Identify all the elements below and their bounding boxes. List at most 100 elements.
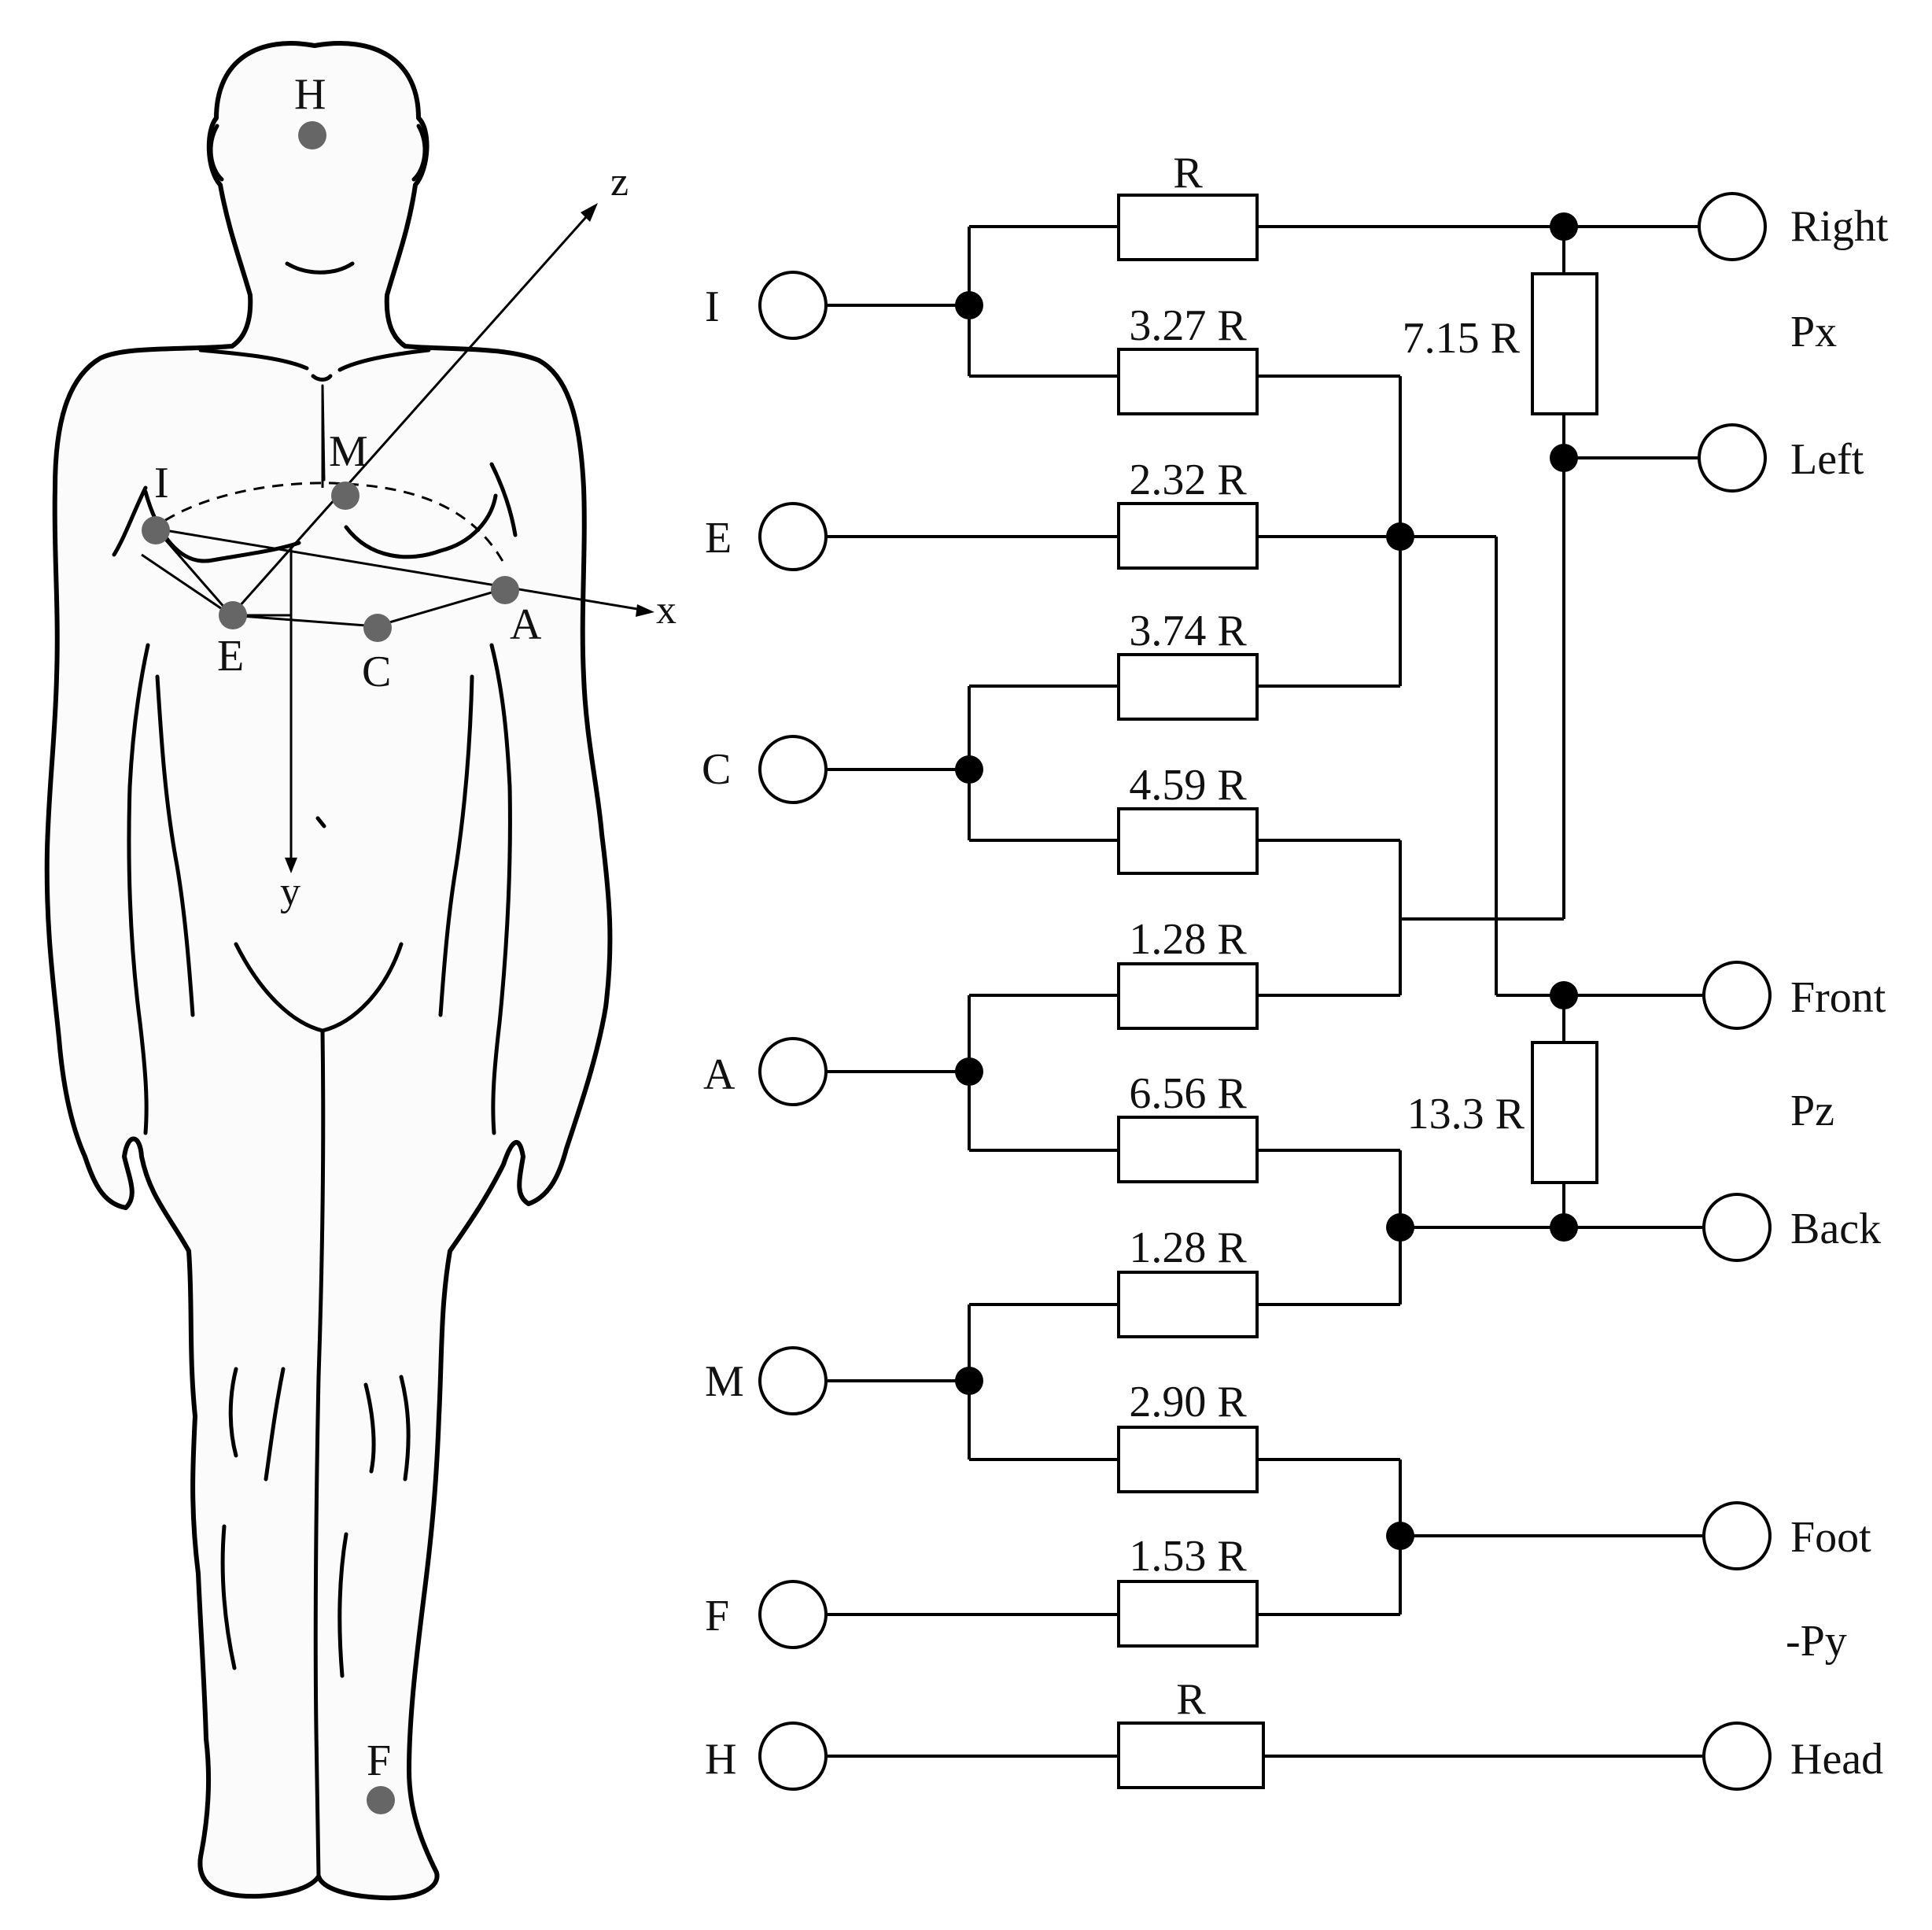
input-label-H: H [705, 1735, 736, 1784]
collarbone-right [337, 348, 431, 372]
knee-left-mark2 [264, 1367, 286, 1482]
resistor-label-H: R [1176, 1675, 1206, 1724]
electrode-link-IE [141, 553, 232, 617]
input-terminal-H [758, 1722, 828, 1791]
resistor-network: I E C A M F H R 3.27 R 2.32 R 3.74 R 4.5… [702, 149, 1889, 1791]
electrode-M-label: M [329, 427, 368, 476]
electrode-A-label: A [510, 600, 542, 649]
electrode-F-label: F [367, 1736, 391, 1785]
resistor-label-F: 1.53 R [1129, 1532, 1247, 1581]
lead-label-Px: Px [1790, 308, 1837, 356]
output-terminal-head [1702, 1722, 1772, 1791]
human-body-illustration [44, 41, 613, 1901]
resistor-label-C-bottom: 4.59 R [1129, 761, 1247, 810]
lead-label-Pz: Pz [1790, 1087, 1834, 1135]
x-axis-arrowhead [636, 604, 654, 617]
ear-left [208, 124, 224, 182]
input-terminal-E [758, 502, 828, 571]
input-label-I: I [705, 282, 720, 331]
input-label-M: M [705, 1357, 744, 1406]
coordinate-system: z x y H M I E C A F [141, 70, 677, 1814]
knee-left-mark1 [228, 1367, 238, 1458]
resistor-bodies [1117, 194, 1598, 1789]
chest-arc-dashed [149, 482, 505, 563]
input-label-F: F [705, 1592, 729, 1640]
electrode-links [154, 528, 506, 628]
torso-side-left [155, 674, 195, 1017]
resistor-label-M-bottom: 2.90 R [1129, 1378, 1247, 1426]
input-terminals [758, 271, 828, 1791]
resistor-C-top [1117, 653, 1259, 721]
resistor-I-bottom [1117, 348, 1259, 415]
output-label-head: Head [1790, 1735, 1883, 1784]
electrode-E-label: E [217, 632, 244, 681]
output-label-left: Left [1790, 435, 1864, 484]
navel [315, 816, 326, 828]
resistor-F [1117, 1580, 1259, 1648]
collarbone-left [198, 348, 309, 371]
torso-side-right [438, 674, 474, 1017]
output-terminals [1698, 192, 1772, 1791]
inner-arm-right [489, 643, 512, 1135]
body-silhouette [44, 41, 613, 1901]
pectoral-right [344, 493, 498, 559]
x-axis-label: x [656, 588, 677, 633]
electrode-I-label: I [154, 459, 169, 507]
input-label-A: A [703, 1050, 736, 1099]
z-axis-line [231, 210, 593, 614]
resistor-A-bottom [1117, 1116, 1259, 1183]
output-terminal-left [1698, 423, 1767, 493]
resistor-I-top [1117, 194, 1259, 261]
resistor-M-top [1117, 1271, 1259, 1338]
inner-arm-left [127, 643, 150, 1135]
electrode-C-dot [363, 614, 392, 642]
junction-nodes [955, 212, 1578, 1550]
resistor-M-bottom [1117, 1426, 1259, 1493]
output-label-front: Front [1790, 973, 1886, 1022]
lead-label-Py: -Py [1786, 1617, 1847, 1666]
armpit-left [112, 485, 148, 557]
resistor-label-E: 2.32 R [1129, 456, 1247, 504]
ear-right [411, 124, 427, 182]
bridge-label-Pz: 13.3 R [1407, 1090, 1525, 1138]
sternal-notch [311, 374, 333, 382]
input-label-C: C [702, 745, 731, 794]
input-label-E: E [705, 514, 732, 563]
input-terminal-F [758, 1580, 828, 1649]
leg-division [313, 1028, 326, 1879]
electrode-A-dot [491, 576, 519, 604]
resistor-C-bottom [1117, 807, 1259, 875]
resistor-Pz-bridge [1531, 1041, 1598, 1184]
y-axis-arrowhead [285, 858, 297, 873]
electrode-H-dot [298, 121, 326, 149]
resistor-A-top [1117, 962, 1259, 1030]
calf-right [337, 1532, 348, 1678]
input-terminal-I [758, 271, 828, 340]
resistor-label-I-top: R [1173, 149, 1203, 197]
electrode-C-label: C [362, 648, 391, 696]
input-terminal-M [758, 1346, 828, 1415]
electrode-I-dot [142, 516, 170, 544]
armpit-right [489, 462, 518, 537]
output-terminal-back [1702, 1193, 1772, 1262]
resistor-label-M-top: 1.28 R [1129, 1223, 1247, 1272]
knee-right-mark1 [363, 1382, 376, 1474]
bridge-label-Px: 7.15 R [1403, 314, 1521, 363]
input-terminal-C [758, 735, 828, 804]
jaw-line [285, 261, 355, 275]
resistor-label-I-bottom: 3.27 R [1129, 301, 1247, 350]
input-terminal-A [758, 1037, 828, 1106]
x-axis-line [155, 527, 647, 612]
electrode-H-label: H [294, 70, 326, 119]
knee-right-mark2 [399, 1375, 411, 1482]
output-label-foot: Foot [1790, 1513, 1871, 1562]
resistor-Px-bridge [1531, 272, 1598, 415]
resistor-H [1117, 1722, 1265, 1789]
resistor-E [1117, 502, 1259, 570]
electrode-M-dot [331, 482, 359, 510]
electrode-E-dot [219, 601, 247, 629]
z-axis-label: z [610, 160, 629, 205]
output-label-right: Right [1790, 202, 1889, 251]
